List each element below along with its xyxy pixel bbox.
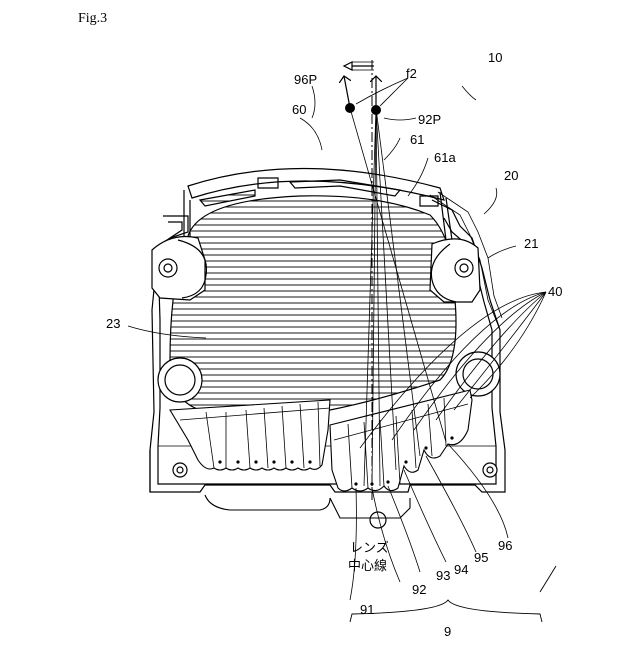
label-95: 95 [474, 550, 488, 565]
label-96: 96 [498, 538, 512, 553]
label-23: 23 [106, 316, 120, 331]
label-20: 20 [504, 168, 518, 183]
label-92: 92 [412, 582, 426, 597]
figure-title: Fig.3 [78, 11, 107, 26]
light-guide-fingers-left [170, 400, 330, 470]
caption-line-2: 中心線 [348, 558, 387, 573]
label-93: 93 [436, 568, 450, 583]
label-10: 10 [488, 50, 502, 65]
mounting-boss-left [152, 237, 206, 301]
label-61: 61 [410, 132, 424, 147]
label-61a: 61a [434, 150, 456, 165]
label-91: 91 [360, 602, 374, 617]
label-60: 60 [292, 102, 306, 117]
label-21: 21 [524, 236, 538, 251]
label-9: 9 [444, 624, 451, 639]
group-9-brace [350, 600, 542, 622]
label-96P: 96P [294, 72, 317, 87]
focal-point-92P [371, 105, 381, 115]
mounting-boss-right [430, 239, 480, 302]
label-94: 94 [454, 562, 468, 577]
direction-arrows [344, 62, 376, 108]
brace-tail [540, 566, 556, 592]
inner-lens-23 [160, 190, 460, 420]
caption-line-1: レンズ [350, 540, 389, 555]
label-92P: 92P [418, 112, 441, 127]
label-f2: f2 [406, 66, 417, 81]
lower-bracket [205, 495, 410, 518]
focal-point-96P [345, 103, 355, 113]
label-40: 40 [548, 284, 562, 299]
lens-center-line-caption: レンズ 中心線 [348, 540, 389, 573]
